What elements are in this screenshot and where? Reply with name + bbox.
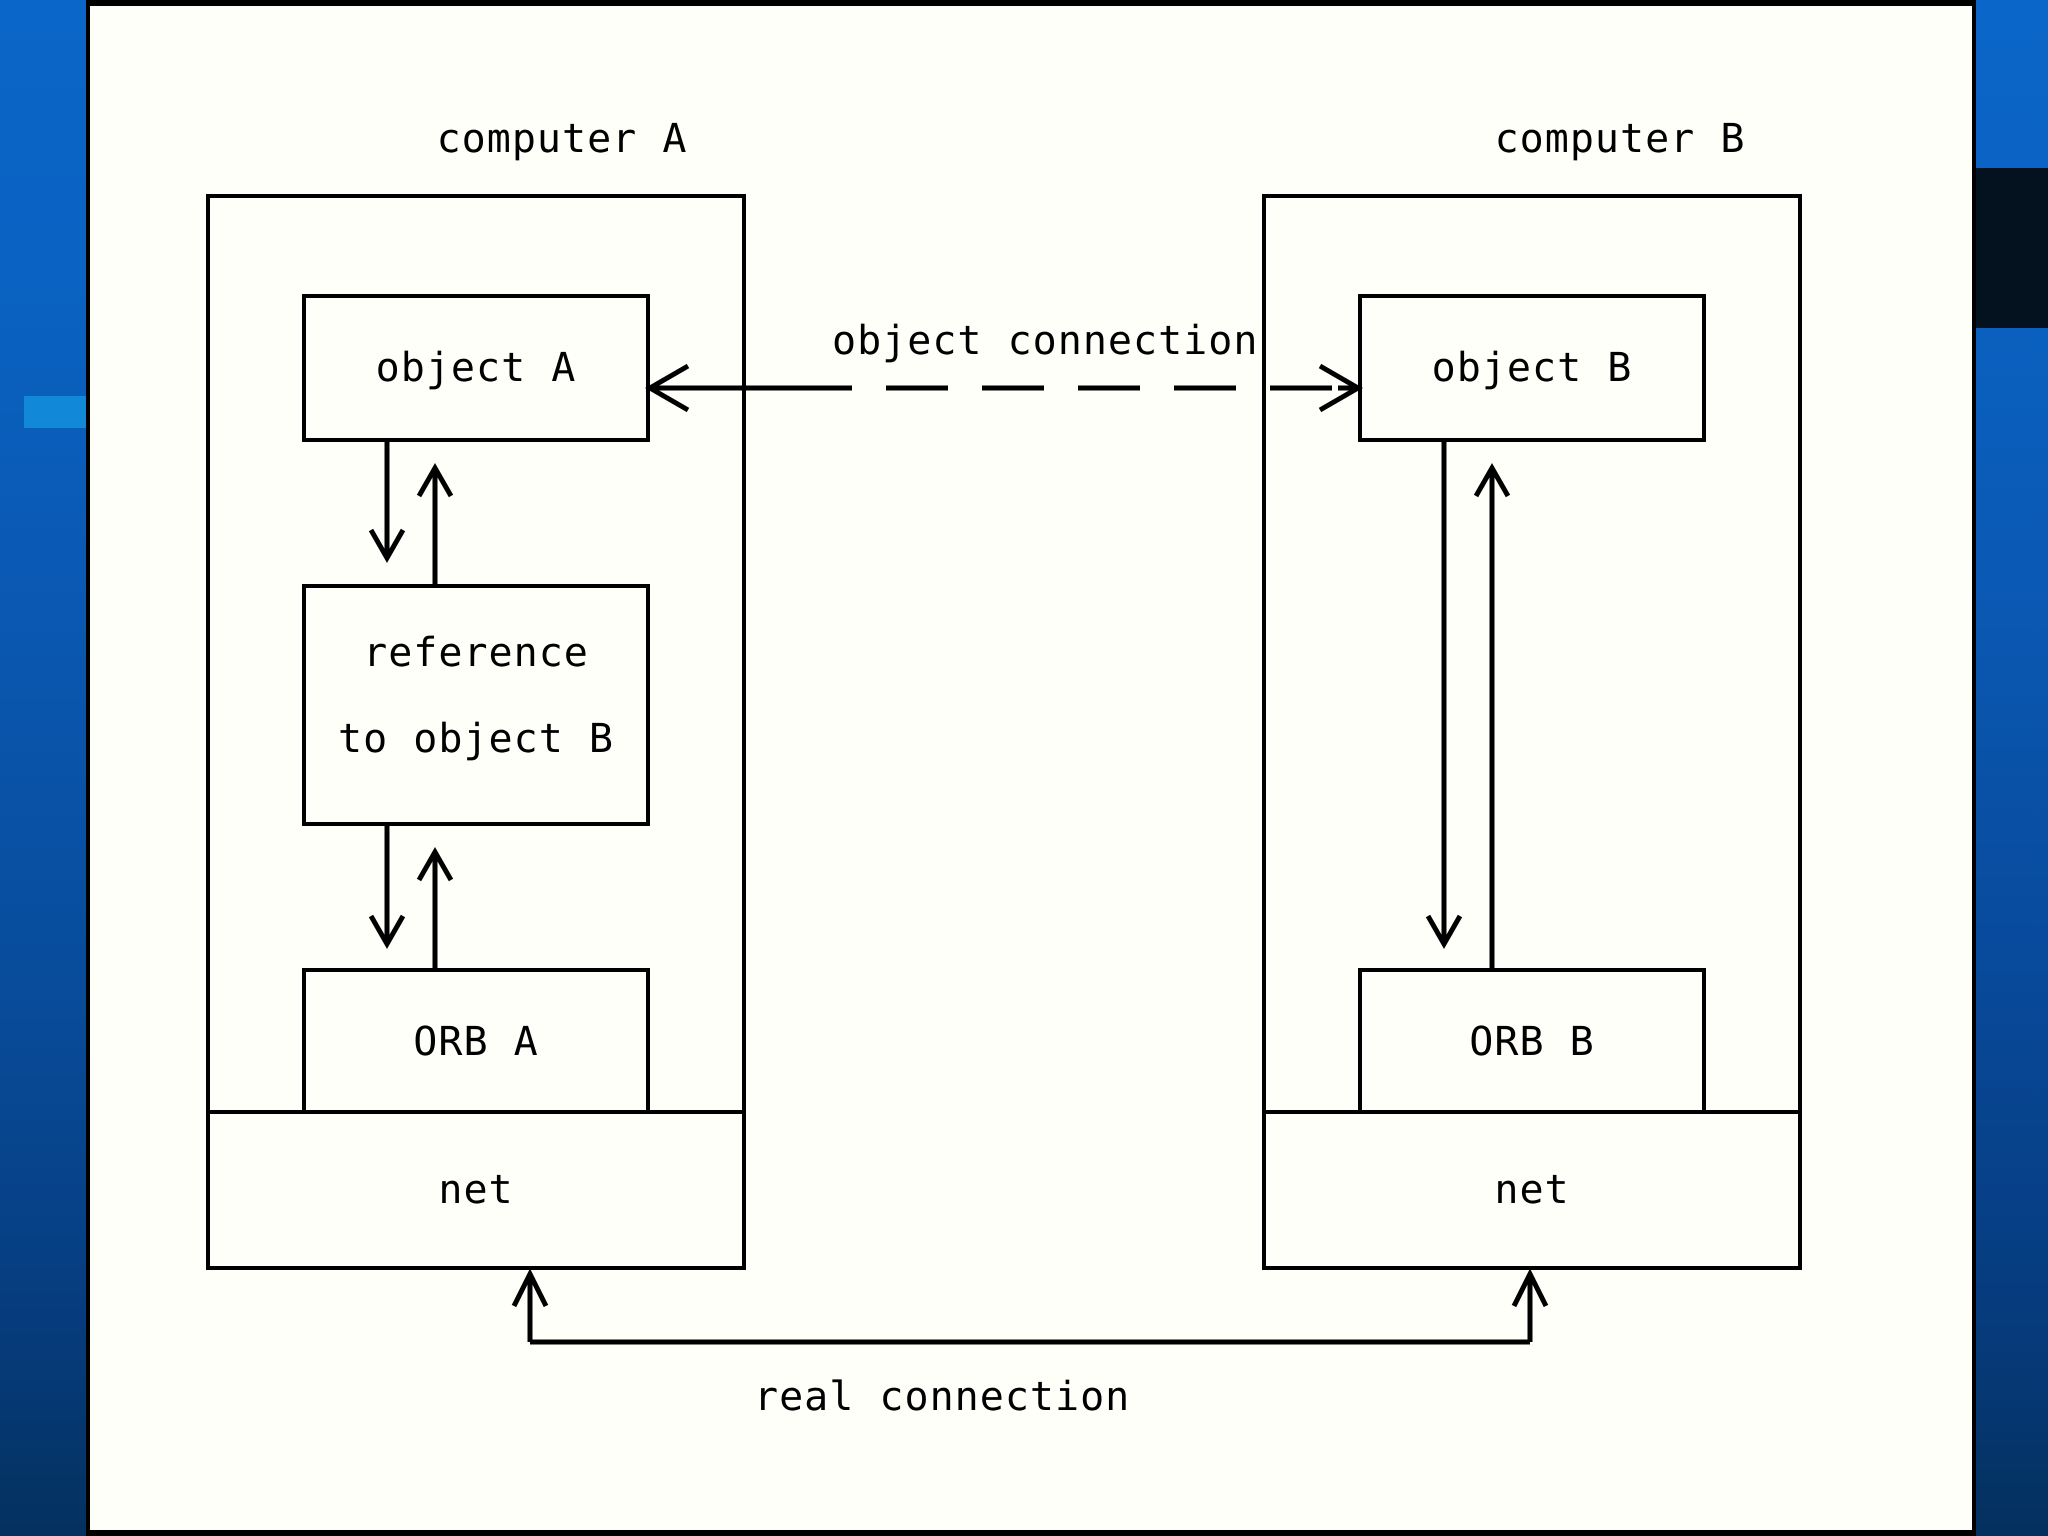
box-reference-to-object-b[interactable]: reference to object B	[302, 584, 650, 826]
computer-b-title: computer B	[1494, 116, 1746, 162]
box-net-b-label: net	[1494, 1167, 1570, 1213]
box-orb-b[interactable]: ORB B	[1358, 968, 1706, 1116]
slide-frame-right-dark-block	[1976, 168, 2048, 328]
box-object-b[interactable]: object B	[1358, 294, 1706, 442]
box-object-a[interactable]: object A	[302, 294, 650, 442]
slide-frame-left-rule	[86, 0, 90, 1536]
box-reference-to-object-b-label-line1: reference	[363, 630, 589, 676]
computer-a-title: computer A	[436, 116, 688, 162]
slide-canvas: computer A computer B object A reference…	[90, 6, 1972, 1530]
object-connection-label: object connection	[832, 318, 1259, 364]
box-reference-to-object-b-label-line2: to object B	[338, 716, 614, 762]
real-connection-left-arrowhead	[511, 1268, 549, 1308]
real-connection-right-arrowhead	[1511, 1268, 1549, 1308]
real-connection-label: real connection	[754, 1374, 1131, 1420]
slide-frame-left-accent-square	[24, 396, 88, 428]
box-net-a[interactable]: net	[206, 1110, 746, 1270]
slide-frame-left	[0, 0, 88, 1536]
box-object-a-label: object A	[375, 345, 577, 391]
corba-architecture-diagram: computer A computer B object A reference…	[90, 6, 1972, 1530]
box-orb-a-label: ORB A	[413, 1019, 539, 1065]
box-net-a-label: net	[438, 1167, 514, 1213]
box-object-b-label: object B	[1431, 345, 1633, 391]
box-orb-b-label: ORB B	[1469, 1019, 1595, 1065]
box-net-b[interactable]: net	[1262, 1110, 1802, 1270]
box-orb-a[interactable]: ORB A	[302, 968, 650, 1116]
